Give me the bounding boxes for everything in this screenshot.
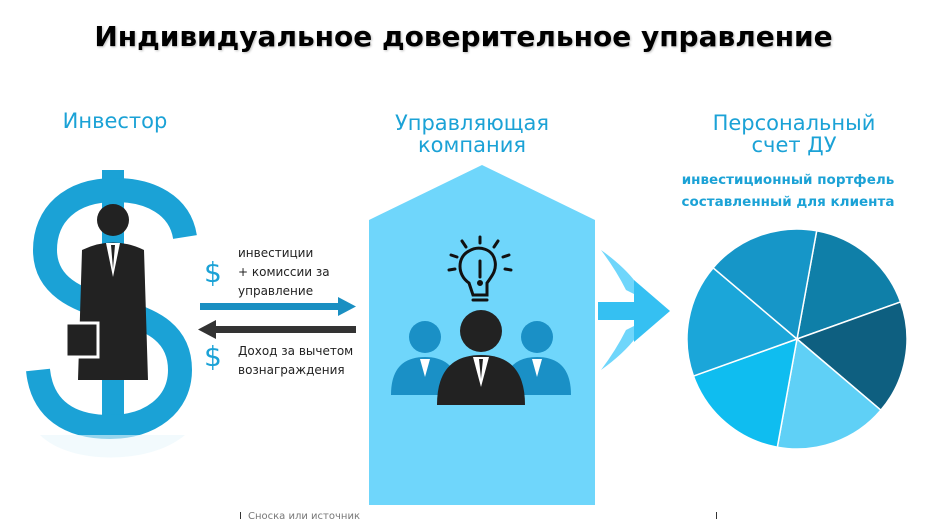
- footnote-tick-left: [240, 512, 241, 519]
- pie-slice-2: [795, 300, 908, 412]
- company-heading-line2: компания: [418, 133, 526, 157]
- account-subtext-line1: инвестиционный портфель: [681, 172, 895, 188]
- invest-label-3: управление: [238, 284, 314, 298]
- arrow-right-icon: [200, 297, 356, 316]
- company-house-shape: [369, 165, 595, 505]
- income-label-1: Доход за вычетом: [238, 344, 354, 358]
- team-people-icon: [391, 310, 571, 405]
- invest-label-2: + комиссии за: [238, 265, 330, 279]
- pie-slice-4: [692, 337, 798, 449]
- portfolio-pie-chart: [686, 228, 908, 450]
- dollar-icon-invest: $: [204, 256, 222, 289]
- briefcase-icon: [64, 321, 100, 359]
- investor-dollar-icon: [26, 170, 197, 458]
- footnote-tick-right: [716, 512, 717, 519]
- pie-slice-3: [776, 337, 882, 450]
- pie-slice-6: [712, 228, 818, 341]
- account-subtext-line2: составленный для клиента: [681, 194, 895, 210]
- account-heading-line1: Персональный: [712, 111, 876, 135]
- dollar-icon-income: $: [204, 340, 222, 373]
- income-label-2: вознаграждения: [238, 363, 345, 377]
- investor-heading: Инвестор: [62, 109, 168, 133]
- footnote: Сноска или источник: [248, 511, 360, 522]
- company-heading-line1: Управляющая: [394, 111, 550, 135]
- pie-slice-1: [796, 229, 902, 341]
- lightbulb-idea-icon: [447, 235, 513, 302]
- pie-slice-5: [686, 266, 799, 378]
- page-title: Индивидуальное доверительное управление: [94, 20, 833, 53]
- account-heading-line2: счет ДУ: [751, 133, 837, 157]
- chevron-right-icon: [598, 250, 670, 370]
- invest-label-1: инвестиции: [238, 246, 314, 260]
- arrow-left-icon: [198, 320, 356, 339]
